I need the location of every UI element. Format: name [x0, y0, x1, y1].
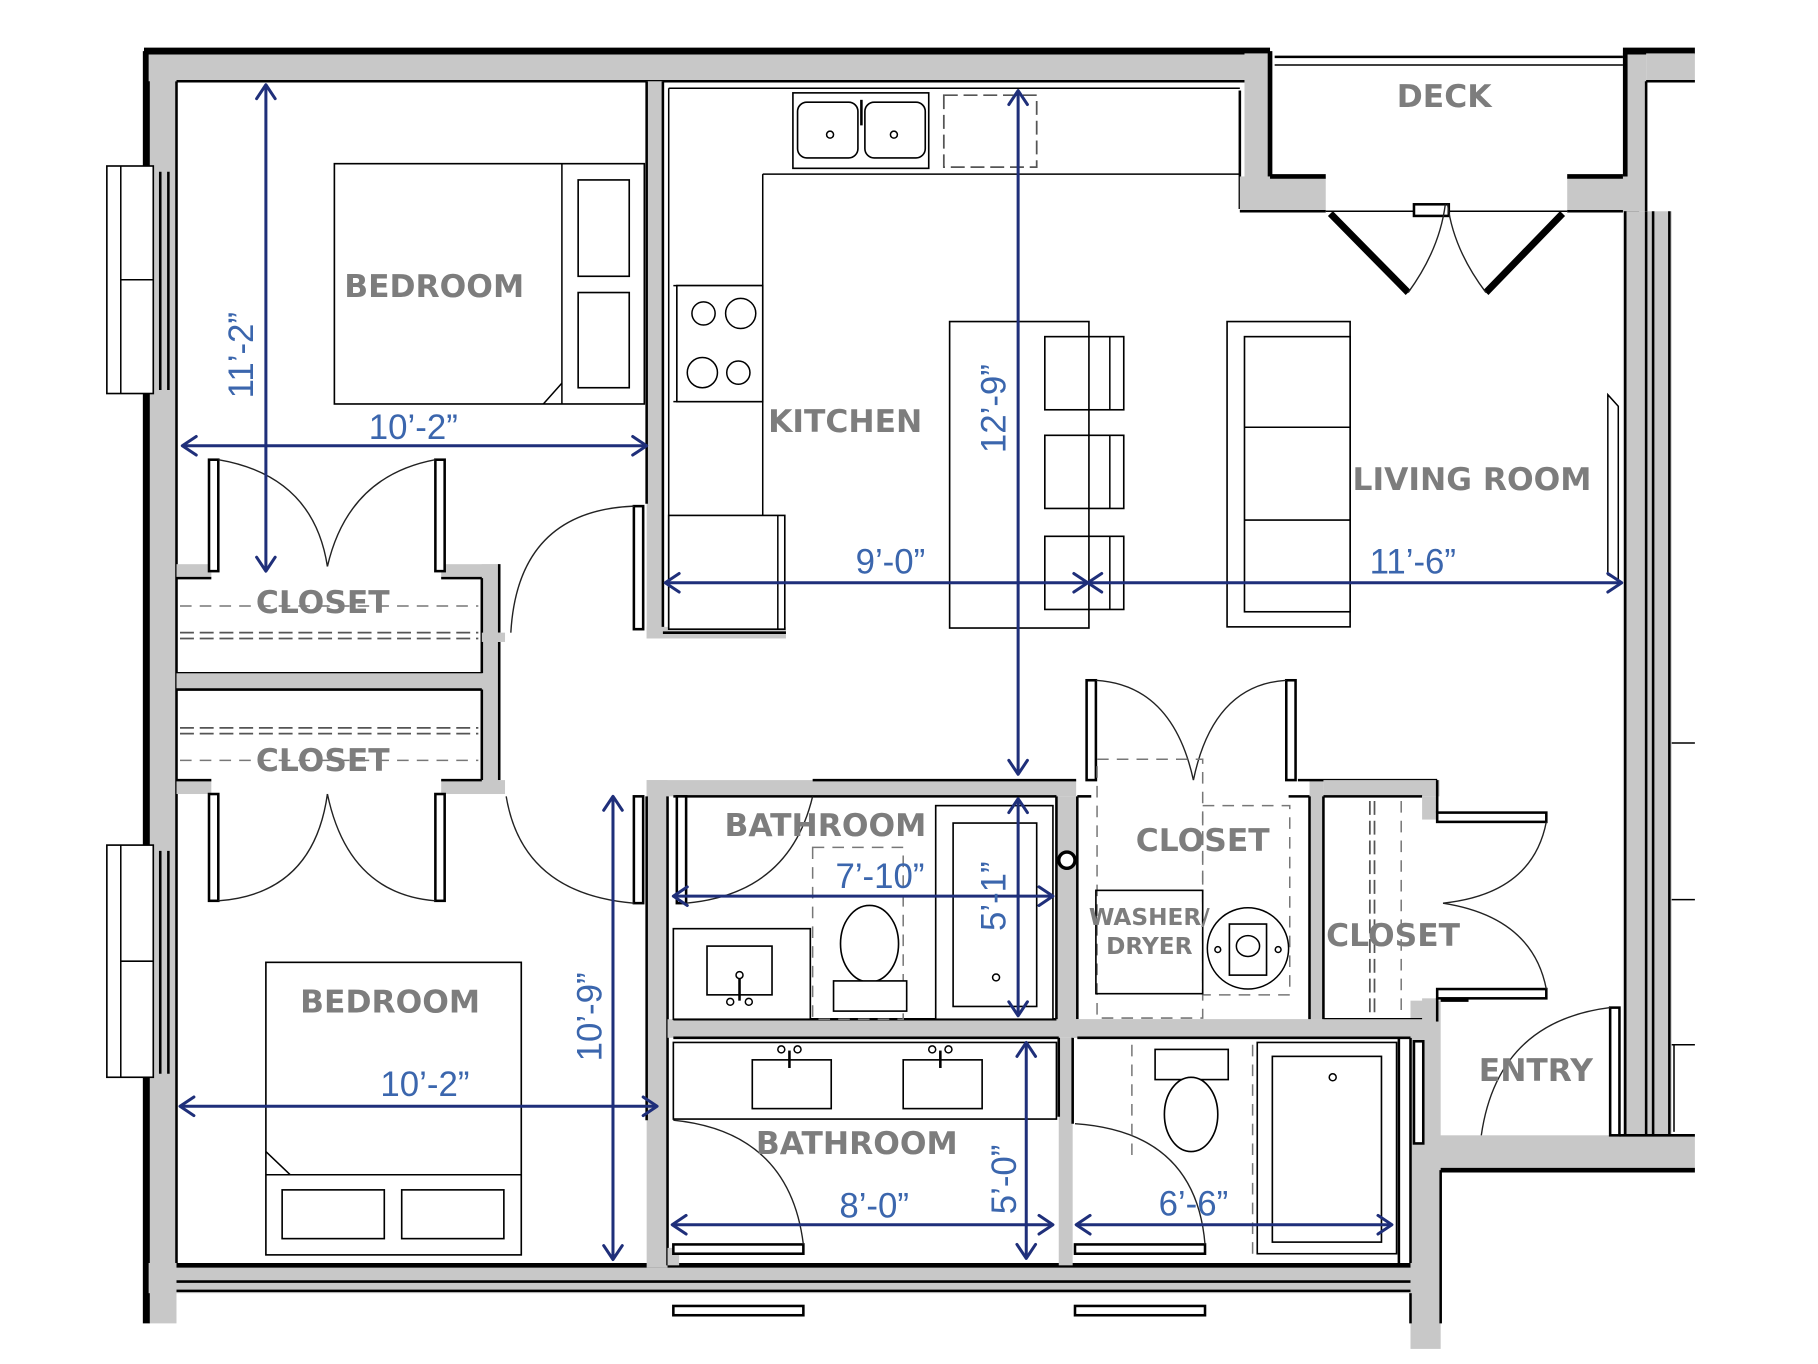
dim-bedroom-top-width: 10’-2” — [369, 408, 458, 447]
bathtub-icon — [1256, 1041, 1398, 1255]
toilet-icon — [1154, 1048, 1230, 1153]
label-deck: DECK — [1397, 79, 1493, 115]
window-icon — [106, 165, 170, 395]
label-closet-top-left: CLOSET — [256, 585, 390, 621]
label-bathroom-middle: BATHROOM — [724, 808, 926, 844]
swing-door-icon — [672, 1119, 805, 1255]
window-icon — [106, 844, 170, 1079]
bed-icon — [265, 961, 523, 1256]
label-living-room: LIVING ROOM — [1353, 462, 1592, 498]
dim-bath-middle-height: 5’-1” — [974, 861, 1013, 931]
water-valve-icon — [1057, 850, 1077, 871]
washer-dryer-icon — [1095, 889, 1204, 995]
dim-kitchen-height: 12’-9” — [974, 364, 1013, 453]
kitchen-counter — [667, 173, 1240, 630]
sofa-icon — [1226, 320, 1351, 628]
room-labels: BEDROOM CLOSET CLOSET BEDROOM KITCHEN LI… — [256, 79, 1593, 1162]
closet-rod — [179, 605, 1402, 1016]
label-entry: ENTRY — [1479, 1053, 1593, 1089]
bed-icon — [333, 162, 646, 405]
dishwasher-icon — [942, 94, 1038, 169]
swing-door-icon — [1073, 1123, 1207, 1255]
stove-icon — [676, 284, 764, 403]
dim-bath-lower-width: 8’-0” — [839, 1187, 909, 1226]
bifold-door-icon — [1325, 203, 1568, 295]
label-closet-entry: CLOSET — [1326, 918, 1460, 954]
bathtub-icon — [934, 804, 1054, 1021]
label-washer-dryer-2: DRYER — [1106, 933, 1193, 960]
swing-door-icon — [510, 504, 645, 633]
toilet-icon — [832, 904, 908, 1012]
label-closet-laundry: CLOSET — [1136, 823, 1270, 859]
dim-bath-middle-width: 7’-10” — [835, 857, 924, 896]
label-bedroom-bottom: BEDROOM — [300, 984, 480, 1020]
label-washer-dryer-1: WASHER/ — [1089, 904, 1210, 931]
label-bathroom-lower: BATHROOM — [756, 1126, 958, 1162]
dimension-lines — [178, 83, 1624, 1262]
water-heater-icon — [1206, 907, 1290, 990]
bifold-door-icon — [1435, 811, 1548, 1000]
label-closet-mid-left: CLOSET — [256, 743, 390, 779]
dim-living-width: 11’-6” — [1370, 542, 1456, 581]
dim-kitchen-width: 9’-0” — [856, 542, 926, 581]
label-kitchen: KITCHEN — [768, 404, 922, 440]
double-sink-icon — [792, 92, 930, 170]
bifold-door-icon — [207, 792, 446, 903]
laundry-clearance — [1096, 758, 1204, 1019]
label-bedroom-top: BEDROOM — [344, 269, 524, 305]
dim-bath-lower-height: 5’-0” — [985, 1145, 1024, 1215]
dim-bedroom-bottom-height: 10’-9” — [570, 972, 609, 1061]
swing-door-icon — [1480, 1006, 1621, 1137]
vanity-sink-icon — [672, 927, 812, 1021]
interior-walls — [176, 81, 1440, 1268]
bifold-door-icon — [1085, 678, 1297, 782]
exterior-walls — [142, 47, 1695, 1349]
toilet-clearance — [811, 846, 904, 1020]
swing-door-icon — [505, 795, 645, 905]
bifold-door-icon — [207, 458, 446, 573]
dim-bedroom-top-height: 11’-2” — [222, 312, 261, 398]
doors — [207, 203, 1621, 1317]
dimension-labels: 11’-2” 10’-2” 12’-9” 9’-0” 11’-6” 7’-10”… — [222, 312, 1456, 1226]
vanity-sink-icon — [672, 1041, 1058, 1120]
dim-bath-right-width: 6’-6” — [1159, 1184, 1229, 1223]
dim-bedroom-bottom-width: 10’-2” — [380, 1065, 469, 1104]
bar-stool-icon — [1044, 335, 1125, 611]
